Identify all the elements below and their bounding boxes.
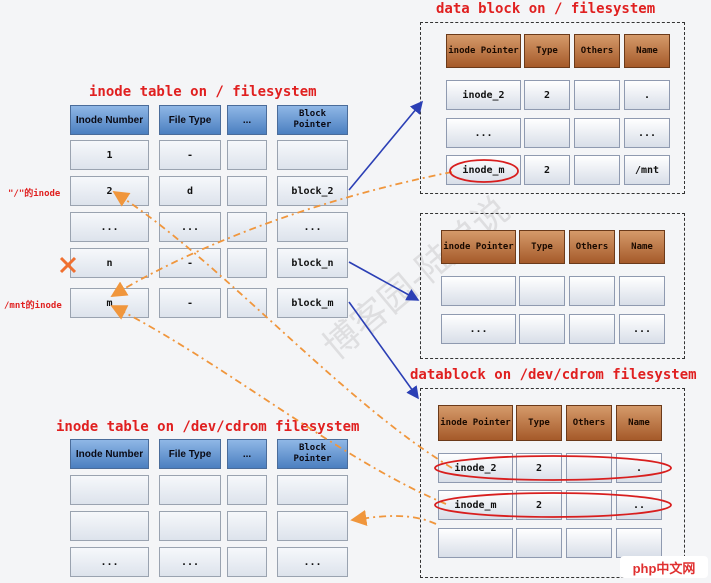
block-cell: ... <box>441 314 516 344</box>
others-header: Others <box>569 230 615 264</box>
inode-cell: ... <box>70 547 149 577</box>
block-cell <box>516 528 562 558</box>
block-cell: inode_2 <box>446 80 521 110</box>
inode-cell: ... <box>159 212 221 242</box>
block-cell <box>619 276 665 306</box>
inode-cell: m <box>70 288 149 318</box>
others-header: Others <box>566 405 612 441</box>
arrow-cdrom-to-inode-table <box>350 509 437 526</box>
block-cell: 2 <box>516 490 562 520</box>
inode-cell <box>227 547 267 577</box>
block-cell: /mnt <box>624 155 670 185</box>
type-header: Type <box>524 34 570 68</box>
data-root-title: data block on / filesystem <box>436 1 656 17</box>
inode-cell <box>277 140 348 170</box>
inode-cell <box>227 212 267 242</box>
inode-cell <box>227 140 267 170</box>
inode-cell: 2 <box>70 176 149 206</box>
arrow-cdrom-inode2-to-root <box>112 191 453 469</box>
data-block-n-box <box>420 213 685 359</box>
inode-cell: - <box>159 288 221 318</box>
inode-pointer-header: inode Pointer <box>438 405 513 441</box>
type-header: Type <box>519 230 565 264</box>
inode-cell <box>227 511 267 541</box>
inode-cell <box>277 475 348 505</box>
inode-root-title: inode table on / filesystem <box>89 84 317 100</box>
block-cell: . <box>624 80 670 110</box>
highlight-inode-m <box>449 159 519 183</box>
inode-pointer-header: inode Pointer <box>441 230 516 264</box>
name-header: Name <box>624 34 670 68</box>
block-cell <box>519 276 565 306</box>
inode-cell <box>227 288 267 318</box>
block-cell: ... <box>624 118 670 148</box>
cdrom-block-box <box>420 388 685 578</box>
inode-number-header: Inode Number <box>70 439 149 469</box>
block-cell <box>574 155 620 185</box>
inode-cell <box>159 475 221 505</box>
php-logo: php中文网 <box>620 556 708 578</box>
inode-cell: ... <box>70 212 149 242</box>
inode-cell <box>227 248 267 278</box>
inode-cell <box>227 176 267 206</box>
cross-icon <box>59 256 77 274</box>
inode-cell <box>70 475 149 505</box>
block-cell <box>569 314 615 344</box>
arrow-cdrom-inodem-to-mnt <box>110 305 447 505</box>
highlight-cdrom-row-2 <box>434 492 672 518</box>
inode-cell <box>227 475 267 505</box>
block-pointer-header: Block Pointer <box>277 105 348 135</box>
inode-cell: n <box>70 248 149 278</box>
inode-cell <box>277 511 348 541</box>
name-header: Name <box>619 230 665 264</box>
inode-cell: - <box>159 140 221 170</box>
block-pointer-header: Block Pointer <box>277 439 348 469</box>
inode-pointer-header: inode Pointer <box>446 34 521 68</box>
arrow-mnt-to-inode-m <box>110 171 453 297</box>
mnt-inode-label: /mnt的inode <box>4 301 62 311</box>
inode-cell: ... <box>277 547 348 577</box>
block-cell: ... <box>446 118 521 148</box>
others-header: Others <box>574 34 620 68</box>
file-type-header: File Type <box>159 439 221 469</box>
block-cell <box>574 118 620 148</box>
block-cell <box>441 276 516 306</box>
block-cell <box>519 314 565 344</box>
inode-cell: d <box>159 176 221 206</box>
inode-cell: ... <box>159 547 221 577</box>
inode-cdrom-title: inode table on /dev/cdrom filesystem <box>56 419 360 435</box>
datablock-cdrom-title: datablock on /dev/cdrom filesystem <box>410 367 697 383</box>
block-cell <box>569 276 615 306</box>
ellipsis-header: ... <box>227 439 267 469</box>
type-header: Type <box>516 405 562 441</box>
inode-cell: 1 <box>70 140 149 170</box>
name-header: Name <box>616 405 662 441</box>
arrow-block-n <box>348 261 420 301</box>
inode-cell: ... <box>277 212 348 242</box>
highlight-cdrom-row-1 <box>434 455 672 481</box>
block-cell <box>566 528 612 558</box>
ellipsis-header: ... <box>227 105 267 135</box>
block-cell <box>438 528 513 558</box>
block-cell: 2 <box>524 80 570 110</box>
inode-cell <box>159 511 221 541</box>
arrow-block-2 <box>348 100 424 191</box>
inode-cell <box>70 511 149 541</box>
block-cell <box>574 80 620 110</box>
arrow-block-m <box>348 301 419 400</box>
inode-number-header: Inode Number <box>70 105 149 135</box>
inode-cell: block_m <box>277 288 348 318</box>
root-inode-label: "/"的inode <box>8 189 61 199</box>
file-type-header: File Type <box>159 105 221 135</box>
block-cell: 2 <box>524 155 570 185</box>
block-cell: 2 <box>516 453 562 483</box>
inode-cell: block_n <box>277 248 348 278</box>
block-cell <box>524 118 570 148</box>
block-cell: ... <box>619 314 665 344</box>
